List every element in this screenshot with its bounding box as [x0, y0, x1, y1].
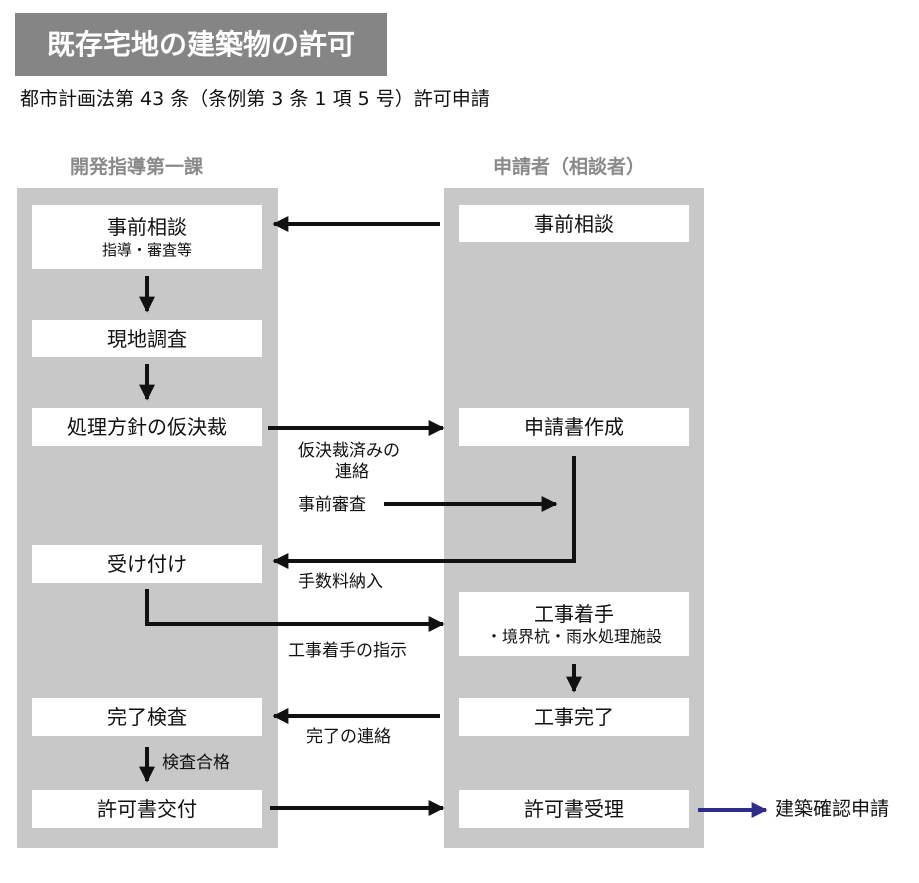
left-step-survey: 現地調査: [32, 320, 262, 357]
provisional-notice-label-2: 連絡: [335, 462, 369, 482]
left-step-issue: 許可書交付: [32, 790, 262, 828]
right-column-header: 申請者（相談者）: [493, 156, 646, 178]
left-step-provisional: 処理方針の仮決裁: [32, 408, 262, 446]
left-step-accept: 受け付け: [32, 545, 262, 583]
provisional-notice-label-1: 仮決裁済みの: [298, 441, 400, 461]
receive-label: 許可書受理: [524, 797, 624, 821]
left-column-header: 開発指導第一課: [70, 156, 204, 178]
inspection-label: 完了検査: [107, 705, 187, 729]
left-consult-label: 事前相談: [107, 215, 187, 239]
create-label: 申請書作成: [524, 415, 624, 439]
right-consult-label: 事前相談: [534, 211, 614, 236]
arrow-accept-to-start: [145, 589, 445, 632]
next-step-label: 建築確認申請: [775, 798, 890, 820]
accept-label: 受け付け: [107, 552, 187, 576]
left-consult-sublabel: 指導・審査等: [101, 241, 192, 259]
provisional-label: 処理方針の仮決裁: [67, 415, 227, 439]
complete-label: 工事完了: [534, 705, 614, 729]
issue-label: 許可書交付: [97, 797, 197, 821]
completion-notice-label: 完了の連絡: [306, 727, 391, 747]
title-banner: 既存宅地の建築物の許可: [15, 13, 387, 76]
start-sublabel: ・境界杭・雨水処理施設: [485, 627, 662, 646]
start-instruction-label: 工事着手の指示: [288, 641, 407, 661]
page-title: 既存宅地の建築物の許可: [46, 28, 355, 61]
fee-label: 手数料納入: [298, 572, 383, 592]
start-label: 工事着手: [534, 602, 614, 626]
arrow-create-to-accept: [272, 456, 576, 569]
survey-label: 現地調査: [107, 326, 187, 351]
right-step-consult: 事前相談: [459, 205, 689, 242]
pre-review-label: 事前審査: [298, 495, 366, 515]
right-step-create: 申請書作成: [459, 408, 689, 446]
left-step-consult: 事前相談 指導・審査等: [32, 205, 262, 269]
right-step-complete: 工事完了: [459, 698, 689, 736]
page-subtitle: 都市計画法第 43 条（条例第 3 条 1 項 5 号）許可申請: [20, 88, 490, 110]
right-step-receive: 許可書受理: [459, 790, 689, 828]
right-step-start: 工事着手 ・境界杭・雨水処理施設: [459, 592, 689, 656]
left-step-inspection: 完了検査: [32, 698, 262, 736]
passed-label: 検査合格: [162, 753, 230, 773]
